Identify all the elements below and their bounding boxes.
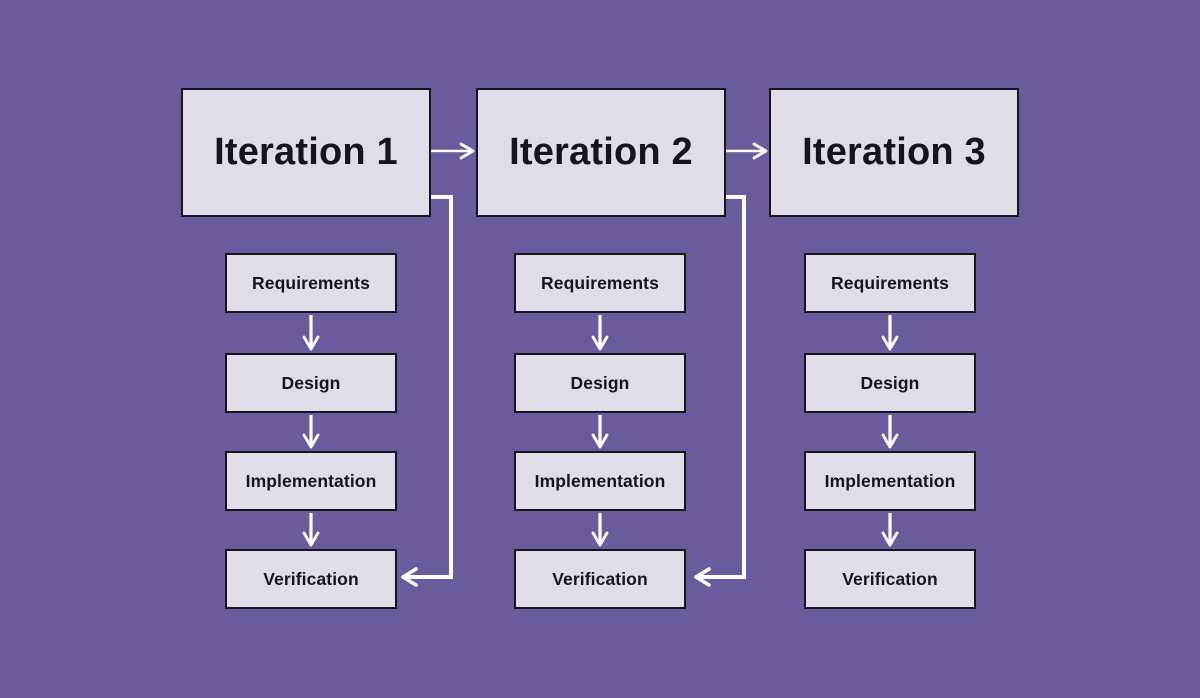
stage-verification-2-label: Verification bbox=[552, 568, 648, 589]
stage-requirements-3-label: Requirements bbox=[831, 272, 949, 293]
stage-design-2: Design bbox=[514, 353, 686, 413]
iteration-2-label: Iteration 2 bbox=[509, 131, 693, 173]
stage-design-1-label: Design bbox=[281, 372, 341, 393]
stage-verification-2: Verification bbox=[514, 549, 686, 609]
iteration-3-box: Iteration 3 bbox=[769, 88, 1019, 217]
stage-verification-1-label: Verification bbox=[263, 568, 359, 589]
iteration-1-box: Iteration 1 bbox=[181, 88, 431, 217]
stage-requirements-2: Requirements bbox=[514, 253, 686, 313]
iteration-3-label: Iteration 3 bbox=[802, 131, 986, 173]
stage-implementation-2: Implementation bbox=[514, 451, 686, 511]
stage-implementation-2-label: Implementation bbox=[534, 470, 666, 491]
iteration-2-box: Iteration 2 bbox=[476, 88, 726, 217]
feedback-loop-iteration-1 bbox=[401, 195, 453, 587]
feedback-loop-iteration-2 bbox=[694, 195, 746, 587]
stage-requirements-2-label: Requirements bbox=[541, 272, 659, 293]
stage-design-3: Design bbox=[804, 353, 976, 413]
iteration-1-label: Iteration 1 bbox=[214, 131, 398, 173]
stage-verification-3: Verification bbox=[804, 549, 976, 609]
stage-design-3-label: Design bbox=[860, 372, 920, 393]
stage-requirements-1-label: Requirements bbox=[252, 272, 370, 293]
stage-requirements-3: Requirements bbox=[804, 253, 976, 313]
stage-verification-1: Verification bbox=[225, 549, 397, 609]
stage-design-1: Design bbox=[225, 353, 397, 413]
stage-verification-3-label: Verification bbox=[842, 568, 938, 589]
stage-requirements-1: Requirements bbox=[225, 253, 397, 313]
stage-implementation-1-label: Implementation bbox=[245, 470, 377, 491]
stage-implementation-1: Implementation bbox=[225, 451, 397, 511]
stage-implementation-3-label: Implementation bbox=[824, 470, 956, 491]
stage-design-2-label: Design bbox=[570, 372, 630, 393]
stage-implementation-3: Implementation bbox=[804, 451, 976, 511]
